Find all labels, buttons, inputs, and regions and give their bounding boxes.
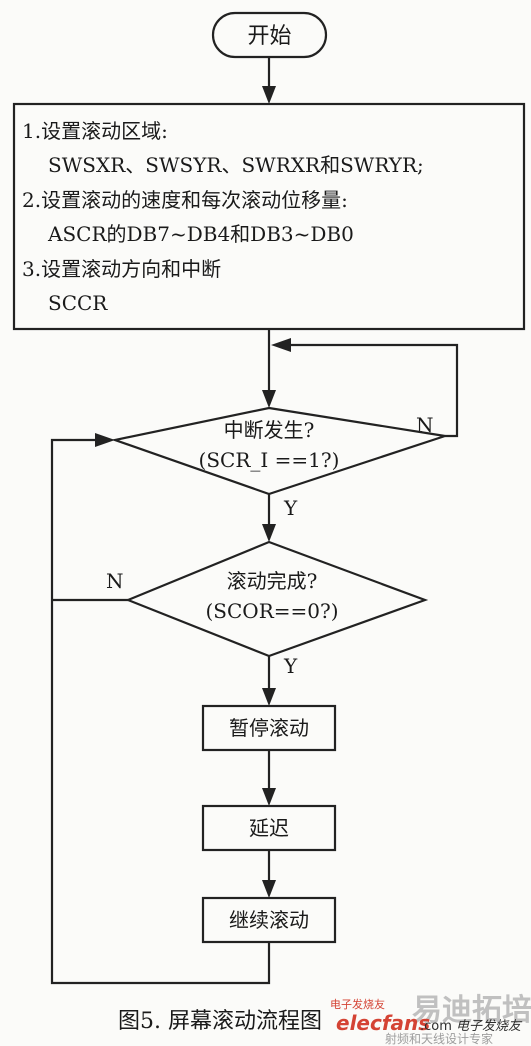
arrow-decision2-yes [262, 656, 276, 706]
watermark-logo-cn: 易迪拓培训 [412, 993, 531, 1028]
start-node: 开始 [211, 11, 328, 59]
continue-label: 继续滚动 [229, 908, 309, 932]
watermark-brand-com: .com [420, 1019, 452, 1034]
decision1-line1: 中断发生? [224, 418, 315, 442]
arrow-decision1-yes [262, 494, 276, 542]
setup-line-3: 2.设置滚动的速度和每次滚动位移量: [22, 188, 348, 212]
setup-line-1: 1.设置滚动区域: [22, 119, 168, 143]
watermark-logo: 易迪拓培训 电子发烧友 elecfans .com 电子发烧友 射频和天线设计专… [330, 993, 531, 1046]
arrow-start-to-setup [262, 57, 276, 104]
delay-box: 延迟 [201, 804, 337, 852]
decision1-line2: (SCR_I ==1?) [199, 448, 340, 472]
arrow-delay-to-continue [262, 850, 276, 898]
decision2-yes-label: Y [283, 654, 298, 678]
pause-label: 暂停滚动 [229, 716, 309, 740]
loop-outer [50, 433, 271, 985]
arrow-pause-to-delay [262, 750, 276, 806]
start-label: 开始 [247, 24, 291, 49]
decision2-no-label: N [106, 569, 124, 593]
watermark-brand-cn: 电子发烧友 [456, 1019, 523, 1034]
watermark-brand-top: 电子发烧友 [330, 997, 385, 1011]
setup-box: 1.设置滚动区域: SWSXR、SWSYR、SWRXR和SWRYR; 2.设置滚… [12, 102, 526, 331]
decision2: 滚动完成? (SCOR==0?) [125, 540, 429, 658]
arrow-setup-to-decision1 [262, 329, 276, 408]
loop-decision1-no [271, 338, 459, 438]
decision2-line2: (SCOR==0?) [205, 599, 338, 623]
decision1-yes-label: Y [283, 496, 298, 520]
setup-line-5: 3.设置滚动方向和中断 [22, 257, 221, 281]
pause-box: 暂停滚动 [201, 704, 337, 752]
watermark-training: 射频和天线设计专家 [385, 1031, 493, 1046]
continue-box: 继续滚动 [201, 896, 337, 944]
setup-line-6: SCCR [48, 291, 108, 315]
decision2-line1: 滚动完成? [227, 569, 318, 593]
decision1: 中断发生? (SCR_I ==1?) [110, 406, 446, 496]
figure-caption: 图5. 屏幕滚动流程图 [118, 1009, 322, 1034]
watermark-brand-main: elecfans [336, 1011, 430, 1035]
setup-line-2: SWSXR、SWSYR、SWRXR和SWRYR; [48, 153, 424, 177]
delay-label: 延迟 [249, 816, 289, 840]
setup-line-4: ASCR的DB7~DB4和DB3~DB0 [47, 222, 354, 246]
